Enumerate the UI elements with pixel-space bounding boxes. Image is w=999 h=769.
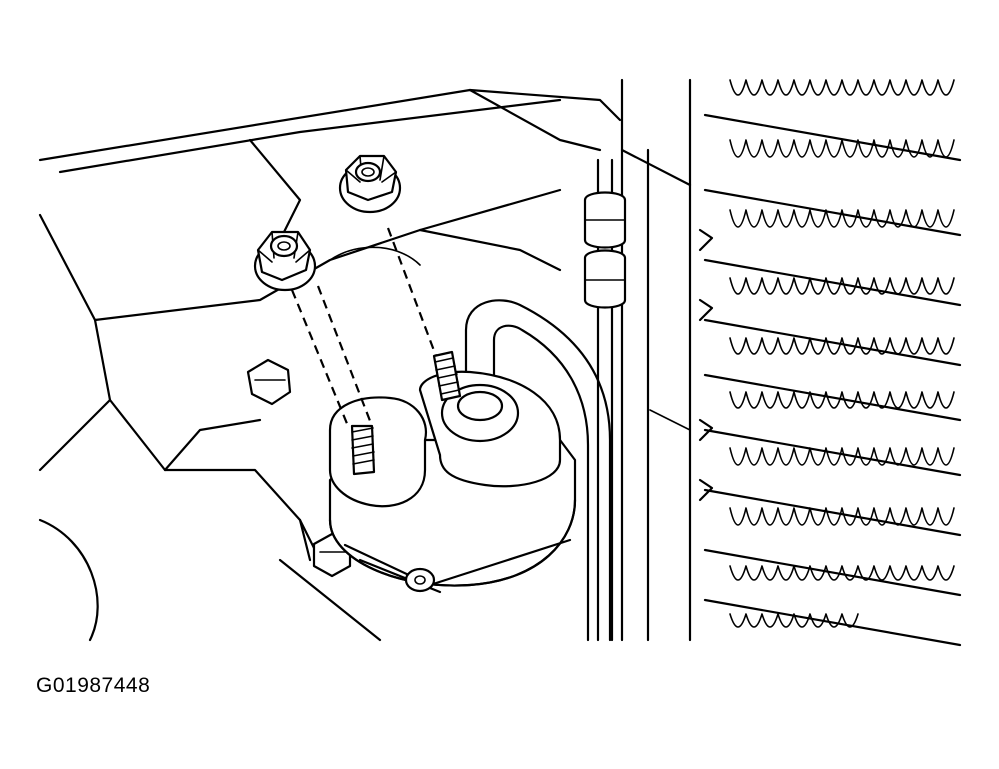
refrigerant-line-curved (464, 299, 612, 642)
hex-flange-nut-icon (253, 230, 317, 292)
stud-right (432, 350, 462, 402)
body-panel (38, 88, 622, 642)
bracket-bolt-upper (246, 358, 292, 406)
condenser-side-tank (620, 78, 692, 642)
refrigerant-line-vertical (583, 158, 627, 642)
receiver-drier-icon (328, 370, 577, 594)
alignment-line-left (290, 285, 374, 427)
figure-id-label: G01987448 (36, 674, 151, 697)
hex-flange-nut-icon (338, 154, 402, 214)
condenser-core-icon (698, 79, 962, 647)
alignment-line-right (386, 227, 438, 357)
stud-left (350, 424, 376, 476)
